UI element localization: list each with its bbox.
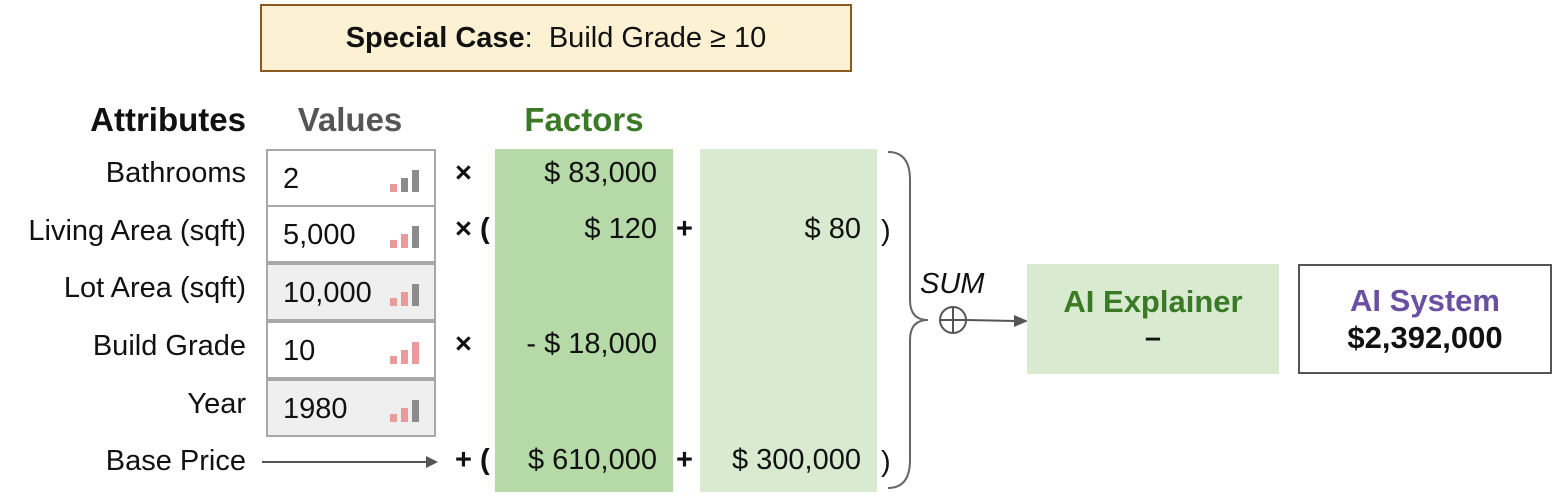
bar-3 [412, 226, 419, 248]
value-text: 5,000 [283, 219, 356, 251]
bar-1 [390, 414, 397, 422]
value-cell-lot-area[interactable]: 10,000 [266, 263, 436, 321]
importance-bars-icon [390, 400, 419, 422]
plus-operator: + [676, 213, 693, 245]
factor-base-price: $ 610,000 [527, 444, 657, 476]
factor-column-secondary [700, 149, 877, 492]
importance-bars-icon [390, 226, 419, 248]
factor-column-primary [495, 149, 673, 492]
close-paren: ) [881, 215, 891, 247]
ai-system-value: $2,392,000 [1347, 320, 1503, 355]
multiply-open-paren-operator: × ( [455, 213, 490, 245]
factor2-base-price: $ 300,000 [731, 444, 861, 476]
plus-open-paren-operator: + ( [455, 444, 490, 476]
bar-2 [401, 350, 408, 364]
bar-2 [401, 408, 408, 422]
factor-bathrooms: $ 83,000 [544, 157, 657, 189]
value-cell-living-area[interactable]: 5,000 [266, 205, 436, 263]
importance-bars-icon [390, 170, 419, 192]
bar-1 [390, 240, 397, 248]
value-text: 1980 [283, 393, 348, 425]
attributes-header: Attributes [90, 101, 246, 138]
attribute-label-lot-area: Lot Area (sqft) [63, 272, 246, 304]
sum-label: SUM [920, 268, 985, 300]
bar-1 [390, 184, 397, 192]
value-cell-build-grade[interactable]: 10 [266, 321, 436, 379]
multiply-operator: × [455, 328, 472, 360]
ai-explainer-box: AI Explainer – [1027, 264, 1279, 374]
arrow-head [1014, 315, 1028, 327]
ai-system-title: AI System [1350, 283, 1500, 318]
factor2-living-area: $ 80 [804, 213, 861, 245]
value-text: 10 [283, 335, 316, 367]
close-paren: ) [881, 446, 891, 478]
bar-3 [412, 284, 419, 306]
value-cell-year[interactable]: 1980 [266, 379, 436, 437]
value-text: 2 [283, 163, 300, 195]
ai-explainer-value: – [1144, 322, 1162, 354]
factor-build-grade: - $ 18,000 [526, 328, 657, 360]
value-text: 10,000 [283, 277, 372, 309]
ai-system-box: AI System $2,392,000 [1298, 264, 1552, 374]
attribute-label-build-grade: Build Grade [92, 330, 246, 362]
banner-label: Special Case [345, 21, 525, 54]
banner-colon: : [524, 21, 533, 54]
bar-3 [412, 400, 419, 422]
bar-3 [412, 342, 419, 364]
attribute-label-year: Year [187, 388, 246, 420]
attribute-label-bathrooms: Bathrooms [105, 157, 246, 189]
special-case-banner: Special Case: Build Grade ≥ 10 [260, 4, 852, 72]
factor-living-area: $ 120 [584, 213, 657, 245]
attribute-label-living-area: Living Area (sqft) [28, 215, 246, 247]
bar-1 [390, 356, 397, 364]
curly-brace [887, 151, 929, 489]
attribute-label-base-price: Base Price [105, 445, 246, 477]
importance-bars-icon [390, 284, 419, 306]
values-header: Values [297, 101, 403, 138]
value-cell-bathrooms[interactable]: 2 [266, 149, 436, 207]
bar-2 [401, 178, 408, 192]
bar-2 [401, 292, 408, 306]
bar-3 [412, 170, 419, 192]
plus-operator: + [676, 444, 693, 476]
banner-condition: Build Grade ≥ 10 [548, 21, 767, 54]
sum-brace-connector [887, 151, 1028, 489]
factors-header: Factors [524, 101, 644, 138]
bar-2 [401, 234, 408, 248]
importance-bars-icon [390, 342, 419, 364]
bar-1 [390, 298, 397, 306]
base-price-arrow [262, 456, 438, 468]
ai-explainer-title: AI Explainer [1063, 284, 1243, 319]
multiply-operator: × [455, 157, 472, 189]
